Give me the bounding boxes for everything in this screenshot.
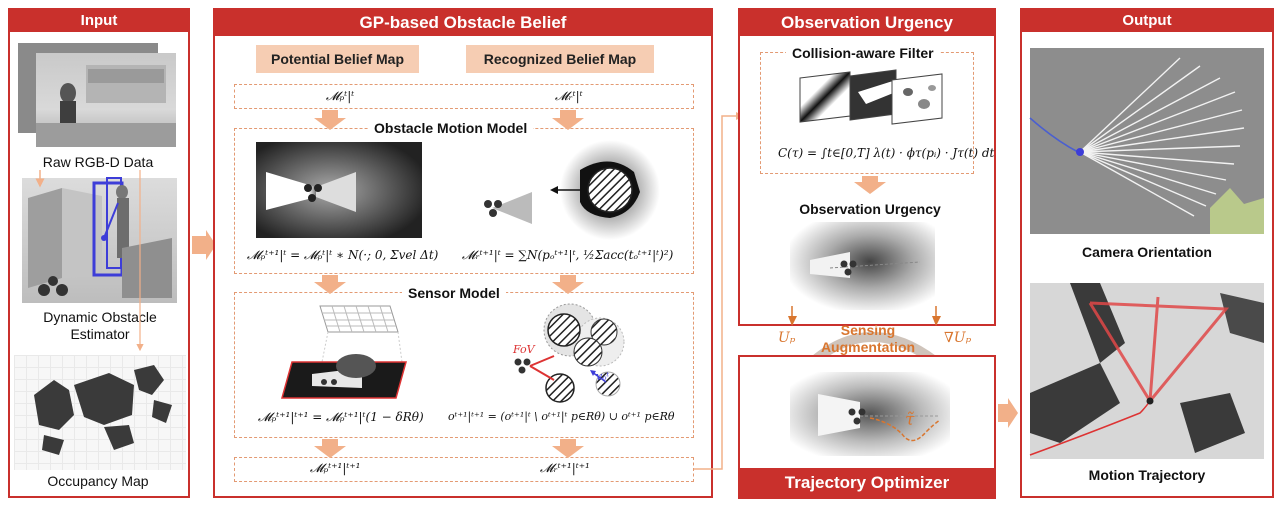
occupancy-map-image — [14, 355, 186, 470]
eq-sensor-potential: 𝓜ₚᵗ⁺¹|ᵗ⁺¹ = 𝓜ₚᵗ⁺¹|ᵗ(1 − δRθ) — [258, 410, 424, 424]
belief-output-row — [234, 457, 694, 482]
belief-input-row — [234, 84, 694, 109]
filter-kernels-image — [796, 69, 946, 130]
output-title: Output — [1022, 10, 1272, 32]
sensor-model-title: Sensor Model — [402, 285, 506, 301]
tau-label: τ̃ — [905, 410, 915, 430]
eq-recognized-bottom: 𝓜ᵣᵗ⁺¹|ᵗ⁺¹ — [540, 461, 590, 475]
collision-filter-title: Collision-aware Filter — [786, 45, 940, 61]
sensing-augmentation-label: Sensing Augmentation — [820, 322, 916, 355]
motion-trajectory-image — [1029, 283, 1264, 459]
eq-collision-filter: C(τ) = ∫t∈[0,T] λ(t) · ϕτ(pᵢ) · Jτ(t) dt — [778, 146, 995, 160]
observation-urgency-label: Observation Urgency — [799, 201, 941, 217]
estimator-image — [22, 177, 177, 303]
gp-title: GP-based Obstacle Belief — [215, 10, 711, 36]
urgency-map-image — [790, 222, 935, 310]
recognized-sensor-graphic — [514, 303, 625, 403]
eq-sensor-recognized: oᵗ⁺¹|ᵗ⁺¹ = (oᵗ⁺¹|ᵗ \ oᵗ⁺¹|ᵗ p∈Rθ) ∪ oᵗ⁺¹… — [448, 410, 675, 423]
fov-label: FoV — [513, 343, 535, 356]
optimizer-title: Trajectory Optimizer — [784, 473, 950, 492]
eq-recognized-top: 𝓜ᵣᵗ|ᵗ — [555, 89, 583, 103]
up-label: Uₚ — [778, 330, 796, 346]
occupancy-blocks-graphic — [34, 365, 172, 455]
camera-orientation-label: Camera Orientation — [1082, 244, 1212, 260]
potential-sensor-image — [281, 302, 412, 402]
eq-motion-recognized: 𝓜ᵣᵗ⁺¹|ᵗ = ∑N(pₒᵗ⁺¹|ᵗ, ½Σacc(tₒᵗ⁺¹|ᵗ)²) — [462, 248, 674, 262]
potential-motion-graphic — [256, 142, 422, 238]
potential-sensor-graphic — [281, 305, 407, 399]
eq-motion-potential: 𝓜ₚᵗ⁺¹|ᵗ = 𝓜ₚᵗ|ᵗ ∗ N(·; 0, Σvel Δt) — [247, 248, 439, 262]
estimator-scene-graphic — [28, 177, 172, 298]
urgency-title: Observation Urgency — [740, 10, 994, 36]
eq-potential-top: 𝓜ₚᵗ|ᵗ — [326, 89, 355, 103]
grad-up-label: ∇Uₚ — [944, 330, 972, 346]
motion-trajectory-graphic — [1029, 283, 1264, 456]
velocity-label: vₒᵗ — [596, 370, 610, 383]
estimator-label: Dynamic Obstacle Estimator — [43, 309, 157, 342]
recognized-motion-graphic — [484, 140, 660, 240]
recognized-belief-map-label: Recognized Belief Map — [466, 45, 654, 73]
camera-orientation-graphic — [1029, 57, 1264, 234]
rgbd-color-image — [36, 53, 176, 147]
potential-motion-image — [256, 142, 422, 238]
recognized-sensor-image — [500, 300, 650, 406]
potential-belief-map-label: Potential Belief Map — [256, 45, 419, 73]
input-title: Input — [10, 10, 188, 32]
gp-panel: GP-based Obstacle Belief — [213, 8, 713, 498]
motion-model-title: Obstacle Motion Model — [368, 120, 534, 136]
optimizer-map-image — [790, 372, 950, 456]
recognized-motion-image — [462, 140, 672, 242]
optimizer-map-graphic — [790, 372, 950, 456]
urgency-map-graphic — [790, 222, 935, 310]
motion-trajectory-label: Motion Trajectory — [1088, 467, 1206, 483]
optimizer-title-bar — [740, 468, 994, 497]
camera-orientation-image — [1029, 48, 1264, 234]
occupancy-map-label: Occupancy Map — [47, 473, 149, 489]
raw-rgbd-label: Raw RGB-D Data — [42, 154, 154, 170]
filter-kernels-graphic — [799, 69, 943, 125]
eq-potential-bottom: 𝓜ₚᵗ⁺¹|ᵗ⁺¹ — [310, 461, 361, 475]
rgbd-scene-graphic — [36, 65, 176, 147]
